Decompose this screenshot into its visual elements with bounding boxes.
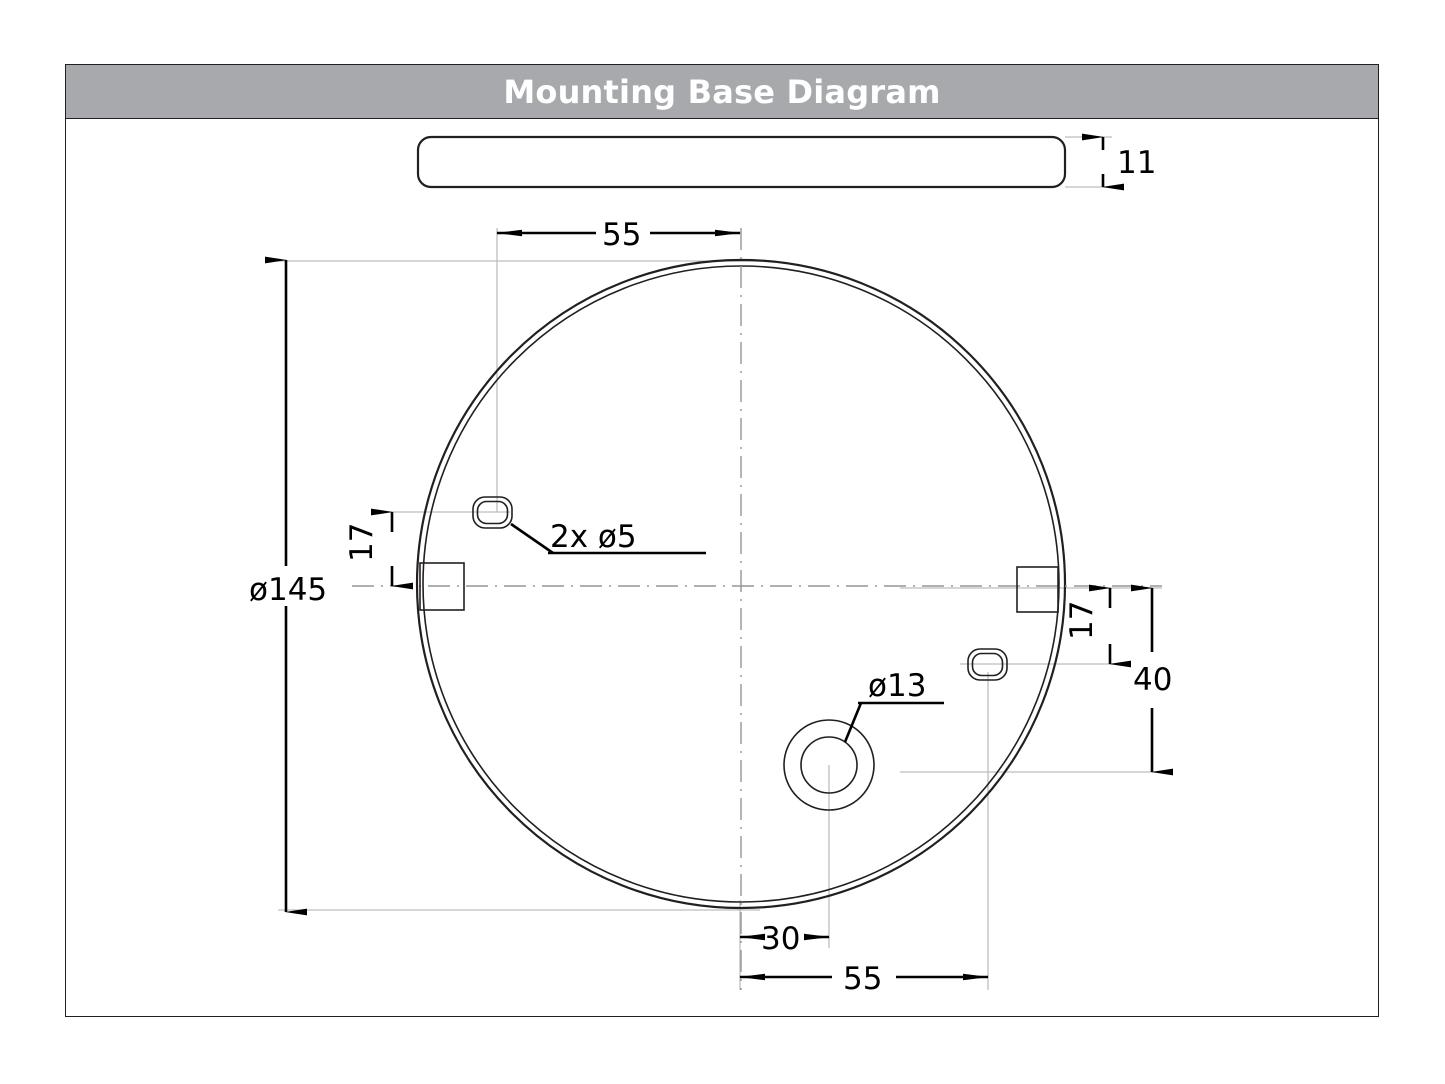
diagram-title-bar: Mounting Base Diagram	[66, 65, 1378, 119]
drawing-frame: Mounting Base Diagram	[65, 64, 1379, 1017]
page-title: Mounting Base Diagram	[503, 72, 941, 111]
